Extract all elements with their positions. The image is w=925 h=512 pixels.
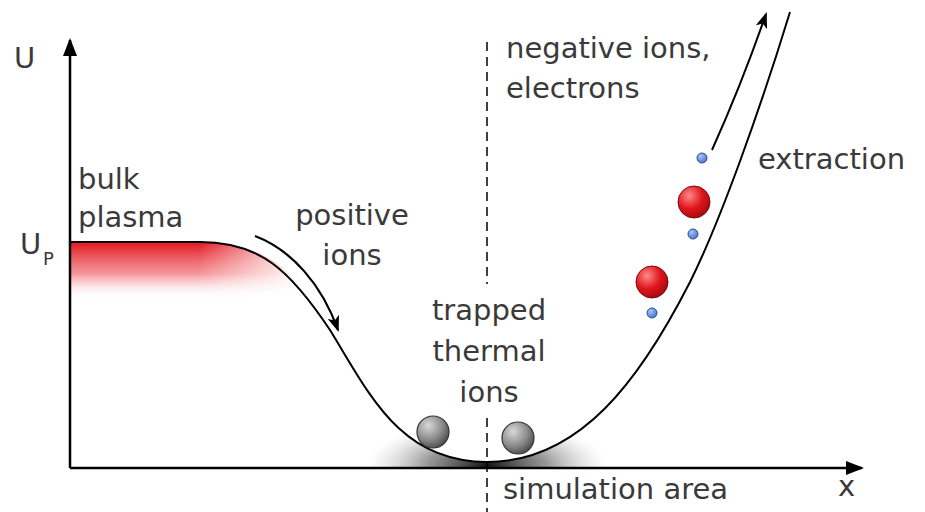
plasma-region — [70, 242, 305, 300]
y-axis — [69, 40, 72, 468]
region-label: simulation area — [503, 471, 728, 507]
ion-label: trapped thermal ions — [414, 290, 564, 413]
electron — [697, 153, 707, 163]
process-label: extraction — [758, 140, 905, 178]
potential-subscript: P — [43, 248, 54, 270]
potential-curve — [70, 12, 790, 462]
region-label: bulk plasma — [78, 160, 200, 236]
potential-label: U — [20, 226, 41, 262]
electron — [688, 229, 698, 239]
axis-label: x — [838, 468, 855, 504]
x-axis — [70, 467, 862, 470]
thermal-ion — [502, 422, 534, 454]
thermal-ion — [417, 416, 449, 448]
axis-label: U — [14, 40, 35, 76]
extraction-arrow — [712, 14, 766, 150]
simulation-boundary — [486, 418, 488, 512]
negative-ion — [678, 186, 710, 218]
simulation-boundary — [486, 42, 488, 284]
electron — [647, 308, 657, 318]
negative-ion — [636, 266, 668, 298]
flow-label: positive ions — [282, 195, 422, 275]
particle-label: negative ions, electrons — [506, 28, 734, 108]
